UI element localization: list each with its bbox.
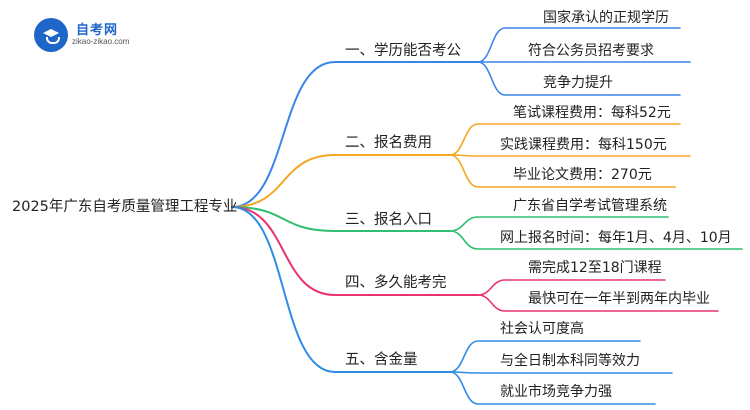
branch-4-label: 四、多久能考完: [345, 275, 447, 291]
branch-3-leaf-1: 广东省自学考试管理系统: [513, 198, 667, 214]
branch-2-leaf-1: 笔试课程费用：每科52元: [513, 105, 671, 121]
branch-5-leaf-3-connector: [449, 371, 656, 405]
branch-3-leaf-2-connector: [449, 230, 743, 250]
branch-1-leaf-3: 竞争力提升: [543, 75, 613, 91]
branch-1-leaf-1: 国家承认的正规学历: [543, 10, 669, 26]
branch-2-leaf-2-connector: [449, 154, 691, 157]
branch-5-leaf-3: 就业市场竞争力强: [500, 384, 612, 400]
root-topic: 2025年广东自考质量管理工程专业: [12, 199, 238, 215]
branch-2-leaf-3: 毕业论文费用：270元: [513, 167, 652, 183]
branch-2-label: 二、报名费用: [345, 135, 432, 151]
branch-5-leaf-2-connector: [449, 371, 673, 374]
branch-5-connector: [231, 206, 336, 373]
branch-4-leaf-2-connector: [477, 294, 719, 312]
logo-title: 自考网: [76, 23, 119, 38]
site-logo: 自考网 zikao-zikao.com: [10, 16, 145, 52]
branch-5-leaf-1: 社会认可度高: [500, 321, 584, 337]
branch-4-leaf-1-connector: [477, 279, 666, 296]
branch-1-label: 一、学历能否考公: [345, 43, 461, 59]
branch-3-leaf-1-connector: [449, 216, 669, 232]
branch-5-leaf-2: 与全日制本科同等效力: [500, 353, 640, 369]
branch-4-leaf-1: 需完成12至18门课程: [528, 260, 662, 276]
logo-url: zikao-zikao.com: [72, 37, 130, 46]
branch-4-connector: [231, 206, 336, 296]
branch-1-connector: [231, 61, 336, 208]
branch-5-leaf-1-connector: [449, 340, 641, 373]
branch-2-leaf-3-connector: [449, 154, 676, 188]
branch-1-leaf-1-connector: [477, 27, 681, 63]
branch-2-connector: [231, 154, 336, 208]
branch-1-leaf-2: 符合公务员招考要求: [528, 43, 654, 59]
branch-4-leaf-2: 最快可在一年半到两年内毕业: [528, 291, 710, 307]
branch-5-label: 五、含金量: [345, 352, 418, 368]
branch-3-label: 三、报名入口: [345, 212, 432, 228]
branch-2-leaf-2: 实践课程费用：每科150元: [500, 137, 667, 153]
branch-2-leaf-1-connector: [449, 123, 681, 156]
branch-3-connector: [231, 206, 336, 232]
branch-3-leaf-2: 网上报名时间：每年1月、4月、10月: [500, 230, 732, 246]
graduation-cap-icon: [34, 18, 68, 52]
branch-1-leaf-3-connector: [477, 61, 681, 96]
